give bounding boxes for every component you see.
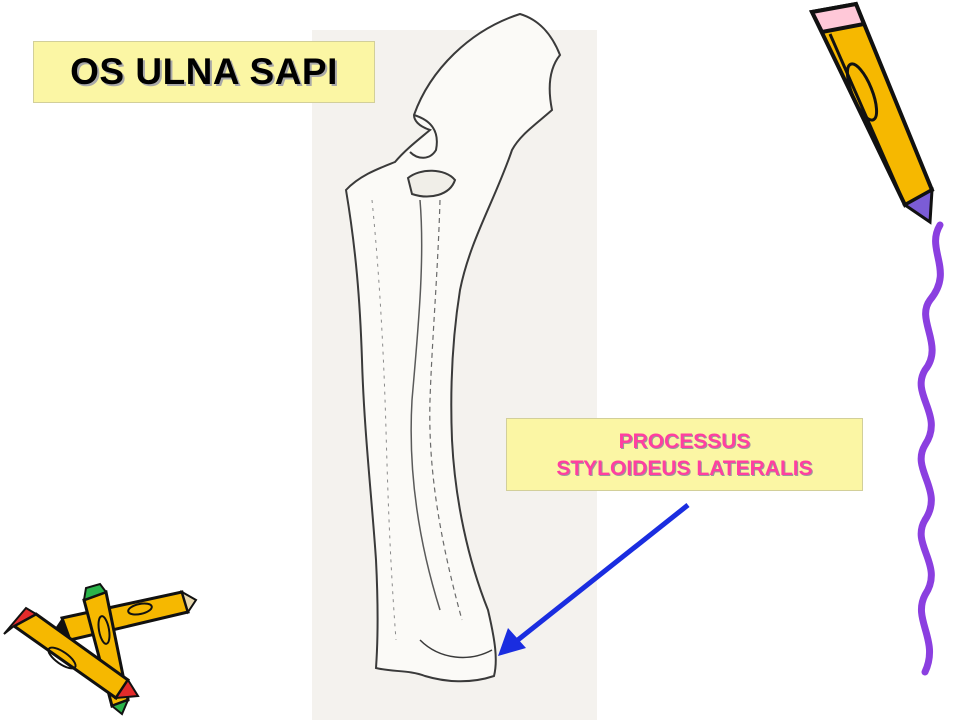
annotation-label-line-1: PROCESSUS xyxy=(618,429,751,453)
distal-end-detail xyxy=(419,639,493,659)
olecranon-detail xyxy=(409,114,438,159)
annotation-label-box: PROCESSUS STYLOIDEUS LATERALIS xyxy=(506,418,863,491)
page-title: OS ULNA SAPI xyxy=(70,51,338,92)
shaft-line-1 xyxy=(410,199,441,611)
radius-head-outline xyxy=(406,169,457,198)
ulna-bone-outline xyxy=(344,12,562,683)
title-box: OS ULNA SAPI xyxy=(33,41,375,103)
shaft-line-2 xyxy=(429,199,463,621)
annotation-label-line-2: STYLOIDEUS LATERALIS xyxy=(556,456,813,480)
shaft-line-3 xyxy=(371,199,397,641)
